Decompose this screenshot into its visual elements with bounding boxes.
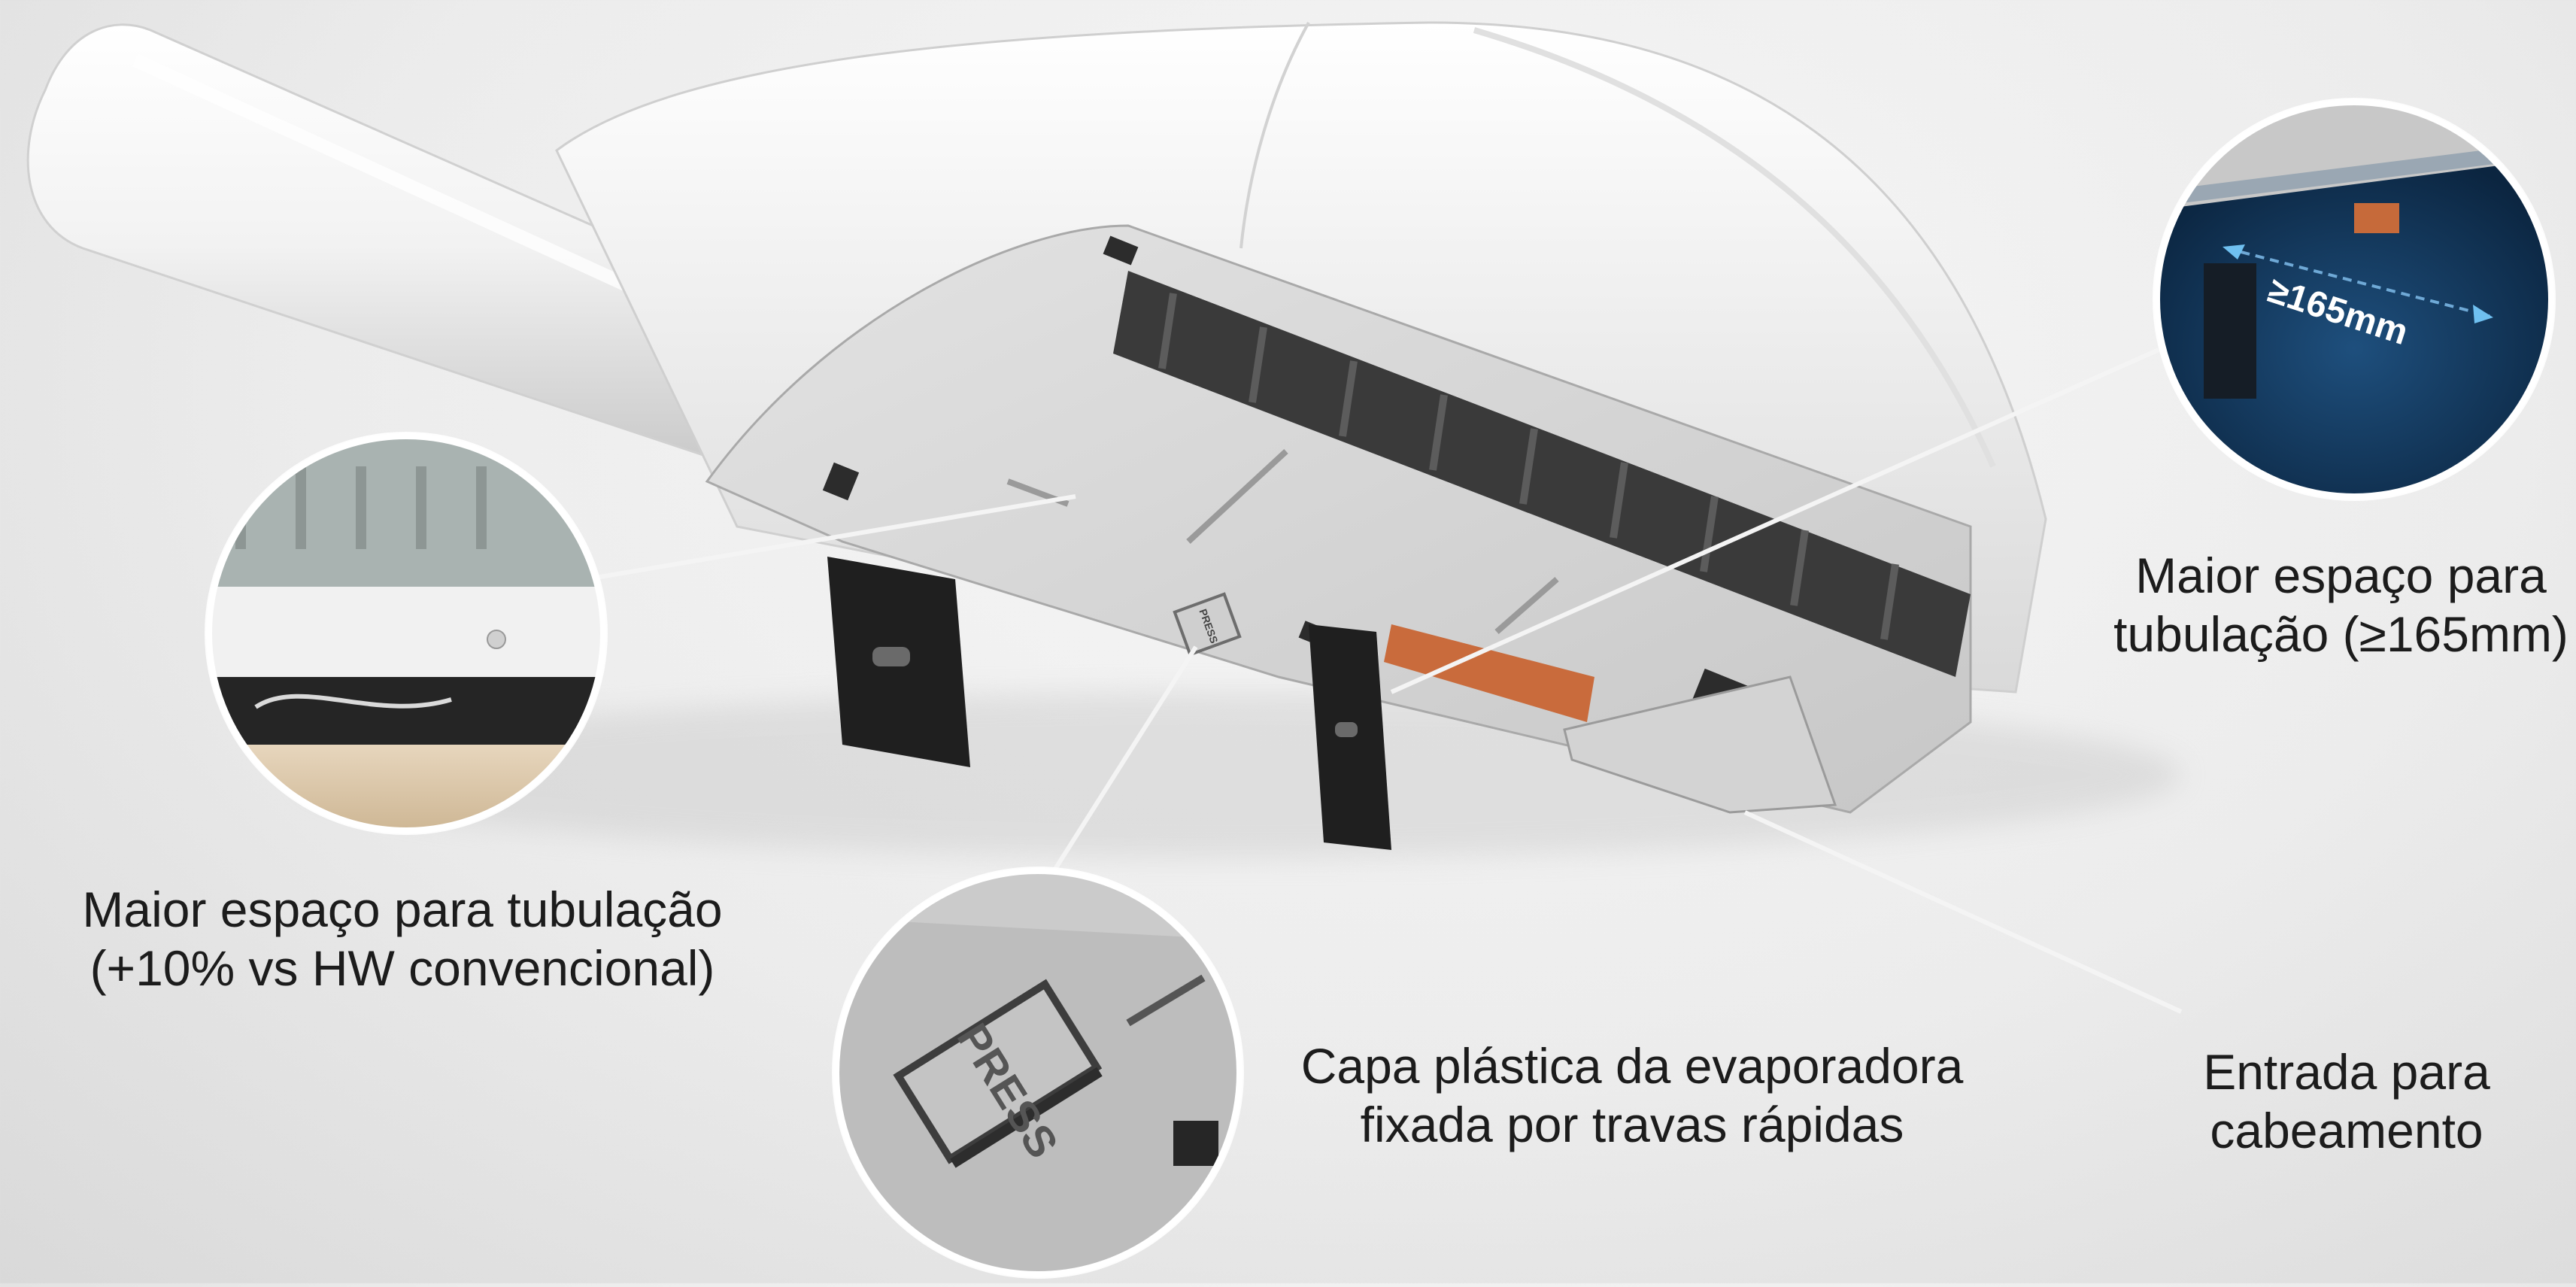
caption-line: Maior espaço para tubulação	[82, 882, 723, 937]
caption-pipe-space-conventional: Maior espaço para tubulação (+10% vs HW …	[45, 880, 760, 997]
caption-line: Entrada para	[2203, 1044, 2490, 1100]
caption-pipe-space-165mm: Maior espaço para tubulação (≥165mm)	[2106, 546, 2576, 663]
press-tab: PRESS	[1173, 592, 1242, 657]
caption-line: (+10% vs HW convencional)	[90, 940, 715, 996]
copper-pipe	[1384, 624, 1594, 722]
caption-line: Capa plástica da evaporadora	[1300, 1038, 1964, 1094]
callout-lines	[586, 348, 2183, 1014]
detail-circle-pipe-space	[205, 432, 608, 835]
caption-line: tubulação (≥165mm)	[2113, 606, 2568, 662]
caption-line: fixada por travas rápidas	[1360, 1097, 1904, 1152]
underside-cover: PRESS	[705, 224, 1972, 814]
cable-entry-plate	[1563, 675, 1837, 814]
caption-cable-entry: Entrada para cabeamento	[2136, 1043, 2557, 1160]
caption-line: cabeamento	[2210, 1103, 2483, 1158]
caption-plastic-cover: Capa plástica da evaporadora fixada por …	[1271, 1037, 1993, 1154]
detail-circle-clearance: ≥165mm	[2153, 98, 2556, 501]
caption-line: Maior espaço para	[2135, 548, 2547, 603]
detail-circle-press-latch: PRESS	[832, 867, 1244, 1279]
